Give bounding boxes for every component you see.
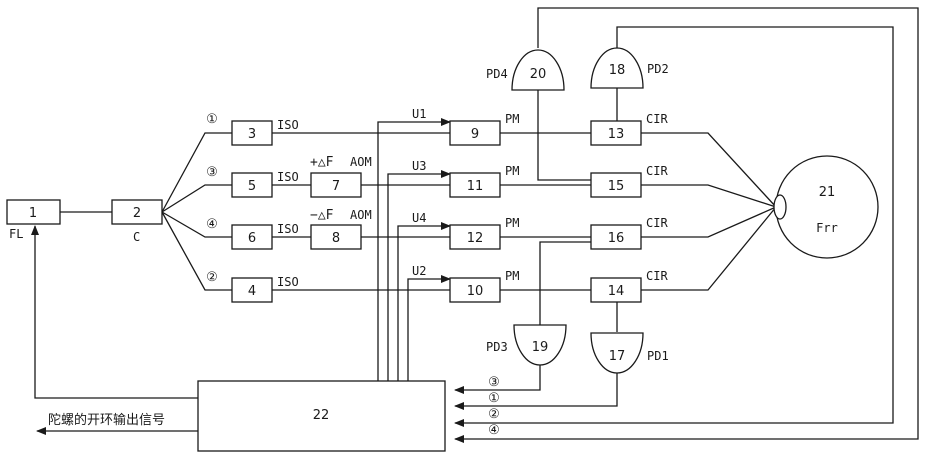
label-blocks-b9: 9	[471, 127, 479, 142]
block-8: 8	[311, 225, 361, 249]
label-u1: U1	[412, 107, 426, 121]
label-blocks-b15: 15	[608, 179, 625, 194]
label-cir-14: CIR	[646, 269, 668, 283]
block-1: 1	[7, 200, 60, 224]
photodetector-20: 20	[512, 50, 564, 90]
label-pm-10: PM	[505, 269, 519, 283]
label-iso-3: ISO	[277, 170, 299, 184]
marker-2-bottom: ②	[488, 407, 500, 422]
label-u4: U4	[412, 211, 426, 225]
label-u2: U2	[412, 264, 426, 278]
label-blocks-b10: 10	[467, 284, 484, 299]
label-blocks-b6: 6	[248, 231, 256, 246]
block-4: 4	[232, 278, 272, 302]
label-blocks-b5: 5	[248, 179, 256, 194]
ring-resonator-21: 21 Frr	[774, 156, 878, 258]
label-blocks-b12: 12	[467, 231, 484, 246]
label-iso-1: ISO	[277, 118, 299, 132]
block-22: 22	[198, 381, 445, 451]
marker-2-top: ②	[206, 270, 218, 285]
block-10: 10	[450, 278, 500, 302]
photodetector-17: 17	[591, 333, 643, 373]
block-13: 13	[591, 121, 641, 145]
marker-3-top: ③	[206, 165, 218, 180]
block-7: 7	[311, 173, 361, 197]
block-15: 15	[591, 173, 641, 197]
label-blocks-b4: 4	[248, 284, 256, 299]
label-blocks-b3: 3	[248, 127, 256, 142]
block-9: 9	[450, 121, 500, 145]
label-cir-13: CIR	[646, 112, 668, 126]
block-6: 6	[232, 225, 272, 249]
label-blocks-b7: 7	[332, 179, 340, 194]
label-pd4: PD4	[486, 67, 508, 81]
block-3: 3	[232, 121, 272, 145]
label-pm-11: PM	[505, 164, 519, 178]
marker-1-bottom: ①	[488, 391, 500, 406]
label-iso-4: ISO	[277, 222, 299, 236]
label-blocks-b2: 2	[133, 206, 141, 221]
marker-1-top: ①	[206, 112, 218, 127]
label-blocks-b20: 20	[530, 67, 547, 82]
label-c: C	[133, 230, 140, 244]
label-blocks-b14: 14	[608, 284, 625, 299]
label-blocks-b11: 11	[467, 179, 484, 194]
label-plus-df: +△F	[310, 155, 334, 170]
label-pd2: PD2	[647, 62, 669, 76]
block-14: 14	[591, 278, 641, 302]
label-pd1: PD1	[647, 349, 669, 363]
block-5: 5	[232, 173, 272, 197]
marker-4-bottom: ④	[488, 423, 500, 438]
label-blocks-b16: 16	[608, 231, 625, 246]
label-open-loop-output: 陀螺的开环输出信号	[48, 412, 165, 428]
block-12: 12	[450, 225, 500, 249]
label-blocks-b17: 17	[609, 349, 626, 364]
label-pm-9: PM	[505, 112, 519, 126]
label-blocks-b1: 1	[29, 206, 37, 221]
label-minus-df: −△F	[310, 208, 334, 223]
label-blocks-b22: 22	[313, 408, 330, 423]
label-pm-12: PM	[505, 216, 519, 230]
block-16: 16	[591, 225, 641, 249]
label-u3: U3	[412, 159, 426, 173]
label-cir-15: CIR	[646, 164, 668, 178]
label-cir-16: CIR	[646, 216, 668, 230]
label-blocks-b21: 21	[819, 185, 836, 200]
label-blocks-b8: 8	[332, 231, 340, 246]
marker-3-bottom: ③	[488, 375, 500, 390]
label-fl: FL	[9, 227, 23, 241]
label-iso-2: ISO	[277, 275, 299, 289]
block-11: 11	[450, 173, 500, 197]
label-blocks-b18: 18	[609, 63, 626, 78]
marker-4-top: ④	[206, 217, 218, 232]
photodetector-18: 18	[591, 48, 643, 88]
label-blocks-b19: 19	[532, 340, 549, 355]
label-blocks-b13: 13	[608, 127, 625, 142]
label-frr: Frr	[816, 221, 838, 235]
label-pd3: PD3	[486, 340, 508, 354]
photodetector-19: 19	[514, 325, 566, 365]
block-2: 2	[112, 200, 162, 224]
label-aom-8: AOM	[350, 208, 372, 222]
label-aom-7: AOM	[350, 155, 372, 169]
